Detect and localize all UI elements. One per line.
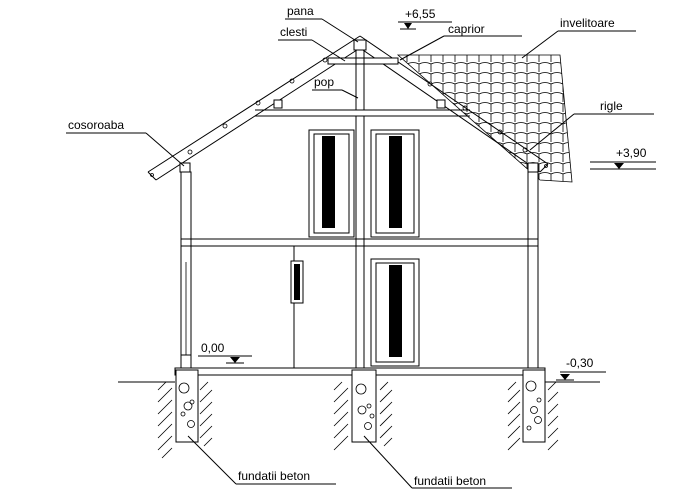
rafter-bolts	[150, 57, 548, 177]
level-floor-text: 0,00	[201, 341, 225, 355]
window-upper-left	[308, 129, 355, 238]
level-marker-floor: 0,00	[198, 341, 252, 364]
callout-pop: pop	[312, 75, 359, 99]
label-rigle: rigle	[600, 99, 623, 113]
label-invelitoare: invelitoare	[560, 16, 615, 30]
callout-clesti: clesti	[278, 25, 346, 62]
label-fundatii-left: fundatii beton	[238, 469, 310, 483]
level-ground-text: -0,30	[566, 356, 594, 370]
label-cosoroaba: cosoroaba	[68, 118, 124, 132]
callout-caprior: caprior	[399, 22, 522, 61]
windows	[290, 129, 420, 367]
level-marker-ridge: +6,55	[398, 7, 452, 30]
level-marker-ground: -0,30	[556, 356, 606, 381]
footing-right	[522, 369, 546, 443]
level-ridge-text: +6,55	[405, 7, 436, 21]
roof	[147, 35, 573, 183]
ridge-purlin	[353, 39, 367, 51]
footing-left	[175, 369, 199, 443]
label-pana: pana	[287, 4, 314, 18]
window-upper-right	[370, 129, 420, 238]
level-eaves-text: +3,90	[616, 146, 647, 160]
callout-invelitoare: invelitoare	[521, 16, 636, 59]
window-lower-right	[370, 258, 420, 367]
footing-center	[351, 369, 377, 443]
soil-hatch	[157, 381, 559, 459]
foundations	[157, 369, 559, 459]
label-clesti: clesti	[280, 25, 307, 39]
label-pop: pop	[314, 75, 334, 89]
window-small-left	[290, 260, 304, 304]
collar-tie	[327, 57, 399, 65]
callout-fundatii-left: fundatii beton	[187, 435, 336, 485]
callout-fundatii-right: fundatii beton	[363, 435, 512, 489]
callout-rigle: rigle	[529, 99, 654, 151]
label-fundatii-right: fundatii beton	[414, 474, 486, 488]
level-marker-eaves: +3,90	[590, 146, 656, 170]
callout-cosoroaba: cosoroaba	[66, 118, 185, 167]
label-caprior: caprior	[448, 22, 485, 36]
callout-pana: pana	[285, 4, 359, 43]
